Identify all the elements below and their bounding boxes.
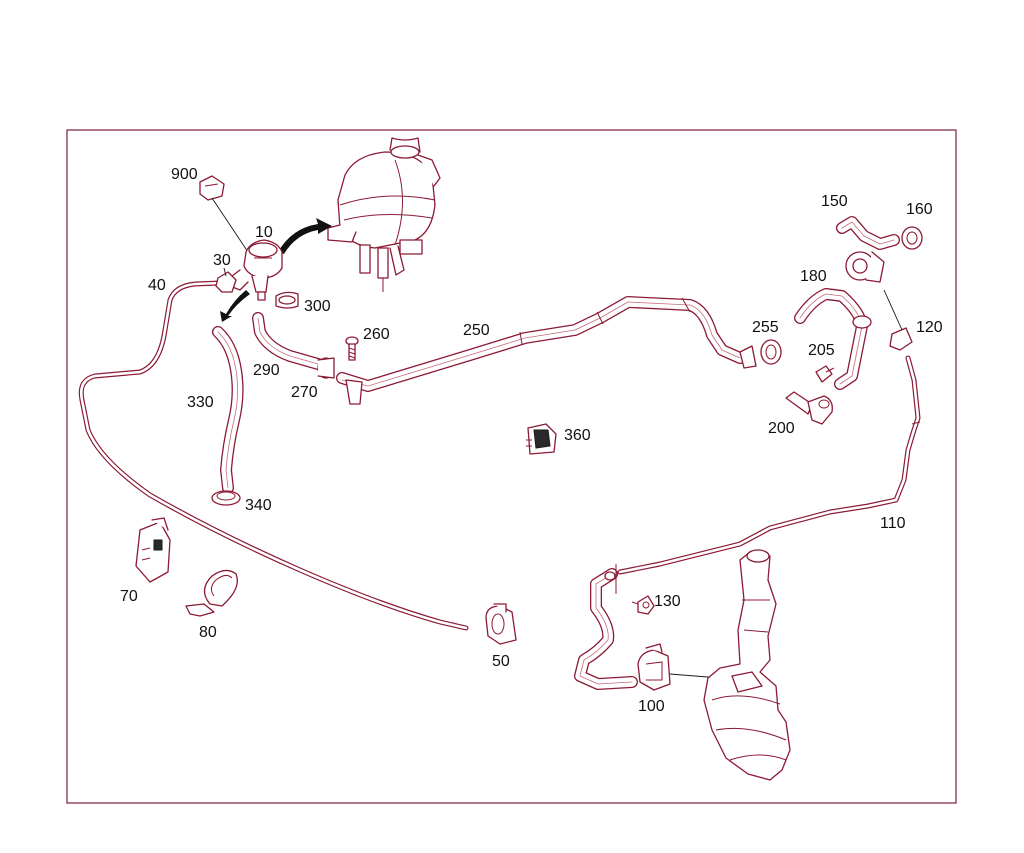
callout-200: 200 xyxy=(768,420,795,437)
callout-260: 260 xyxy=(363,326,390,343)
clamp-160 xyxy=(901,226,923,250)
clamp-50 xyxy=(485,603,517,645)
clip-130 xyxy=(631,595,655,615)
callout-270: 270 xyxy=(291,384,318,401)
diagram-frame xyxy=(66,129,957,804)
screw-260 xyxy=(345,336,359,361)
hose-250 xyxy=(336,296,746,405)
bolt-205 xyxy=(815,365,835,383)
pipe-110 xyxy=(617,355,921,575)
callout-150: 150 xyxy=(821,193,848,210)
callout-255: 255 xyxy=(752,319,779,336)
callout-100: 100 xyxy=(638,698,665,715)
bracket-70 xyxy=(135,517,171,583)
hose-40 xyxy=(78,280,469,631)
callout-330: 330 xyxy=(187,394,214,411)
lower-hose xyxy=(574,564,638,690)
callout-80: 80 xyxy=(199,624,217,641)
callout-30: 30 xyxy=(213,252,231,269)
callout-290: 290 xyxy=(253,362,280,379)
hose-180 xyxy=(794,288,872,390)
callout-250: 250 xyxy=(463,322,490,339)
callout-120: 120 xyxy=(916,319,943,336)
clip-360 xyxy=(526,423,557,455)
sensor-120 xyxy=(883,289,913,351)
callout-70: 70 xyxy=(120,588,138,605)
flow-arrow-to-hose xyxy=(220,290,250,322)
hose-290 xyxy=(252,312,324,370)
clamp-300 xyxy=(275,291,299,309)
flow-arrow-to-tank xyxy=(278,218,332,254)
callout-900: 900 xyxy=(171,166,198,183)
connector-200 xyxy=(785,391,833,425)
callout-360: 360 xyxy=(564,427,591,444)
callout-160: 160 xyxy=(906,201,933,218)
pump-10 xyxy=(229,239,283,301)
clamp-255 xyxy=(739,339,782,369)
callout-50: 50 xyxy=(492,653,510,670)
callout-205: 205 xyxy=(808,342,835,359)
clamp-340 xyxy=(211,490,241,506)
hose-330 xyxy=(212,326,244,494)
washer-reservoir xyxy=(703,549,791,781)
thermostat-housing xyxy=(845,251,885,283)
callout-300: 300 xyxy=(304,298,331,315)
hose-150 xyxy=(836,216,900,250)
callout-180: 180 xyxy=(800,268,827,285)
callout-110: 110 xyxy=(880,515,906,532)
clamp-30 xyxy=(215,267,237,293)
bracket-100 xyxy=(637,643,721,691)
expansion-tank xyxy=(327,137,441,292)
callout-40: 40 xyxy=(148,277,166,294)
callout-10: 10 xyxy=(255,224,273,241)
callout-340: 340 xyxy=(245,497,272,514)
clamp-270 xyxy=(317,357,335,379)
cable-tie-80 xyxy=(185,569,239,617)
callout-130: 130 xyxy=(654,593,681,610)
connector-900 xyxy=(199,175,253,259)
